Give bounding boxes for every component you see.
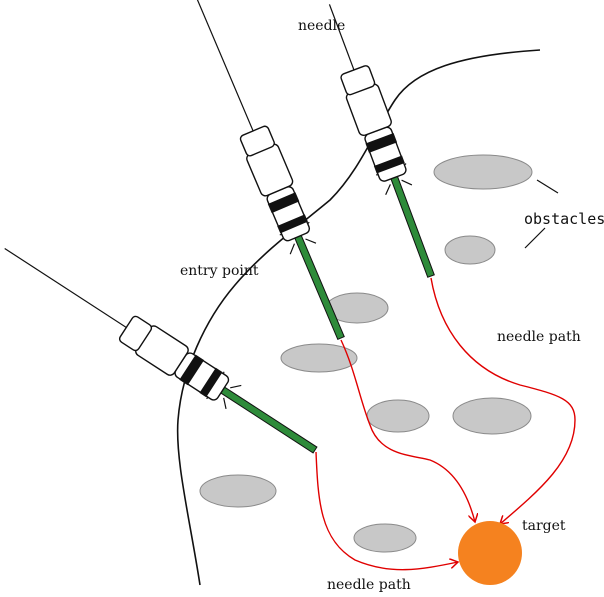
obstacle: [280, 343, 358, 373]
needle-path-bottom-label: needle path: [327, 577, 411, 593]
target-circle: [458, 521, 522, 585]
target-label: target: [522, 518, 566, 534]
obstacles-label: obstacles: [524, 210, 604, 228]
obstacle: [452, 397, 532, 435]
needle-paths: [315, 277, 576, 571]
tissue-boundary-outer: [176, 49, 541, 586]
needle-left: [4, 247, 318, 454]
needle-label: needle: [298, 18, 345, 34]
obstacles-leader-line: [524, 227, 546, 249]
obstacles-leader-line: [536, 179, 559, 194]
needle-path-bottom: [315, 451, 458, 571]
obstacle: [199, 474, 277, 508]
entry-point-label: entry point: [180, 263, 259, 279]
obstacles-group: [199, 154, 533, 553]
needle-path-right: [430, 277, 576, 524]
obstacle: [353, 523, 417, 553]
obstacle: [444, 235, 496, 265]
obstacle: [433, 154, 533, 190]
obstacle: [366, 399, 430, 433]
needle-path-middle: [340, 339, 475, 522]
needle-top: [328, 4, 435, 278]
needle-middle: [195, 0, 345, 341]
needle-path-right-label: needle path: [497, 329, 581, 345]
